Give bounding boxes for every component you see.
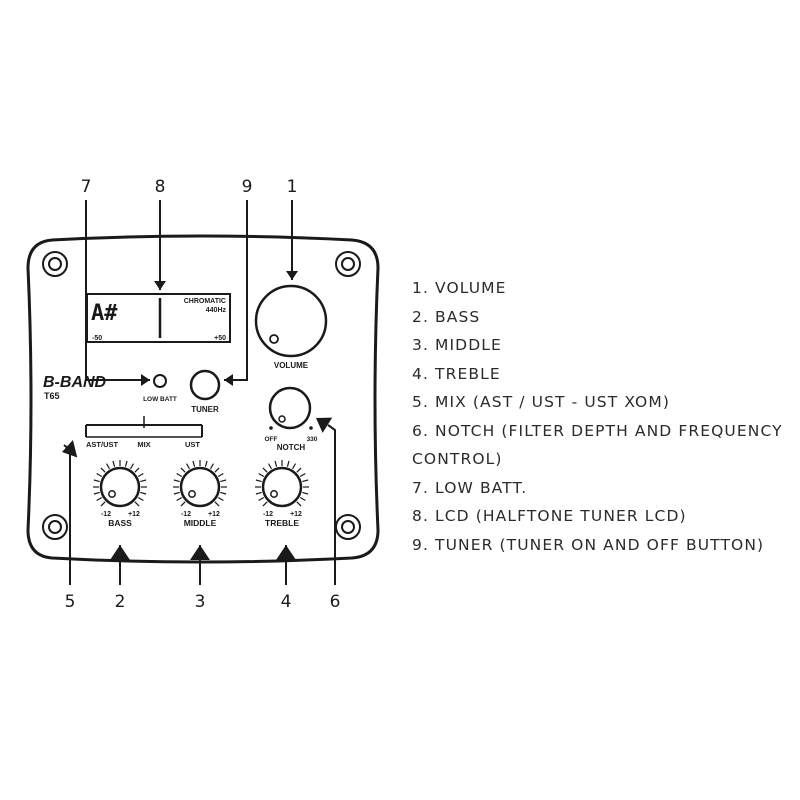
mix-left-label: AST/UST xyxy=(86,440,119,449)
legend-item: 9. TUNER (TUNER ON AND OFF BUTTON) xyxy=(412,535,765,554)
legend-list: 1. VOLUME 2. BASS 3. MIDDLE 4. TREBLE 5.… xyxy=(412,274,792,559)
screw-top-right xyxy=(335,251,361,277)
brand-name: B-BAND xyxy=(43,374,107,391)
model-name: T65 xyxy=(44,391,60,401)
callout-arrowhead xyxy=(316,417,333,433)
low-batt-led xyxy=(153,374,167,388)
notch-dot-left xyxy=(269,426,273,430)
notch-min-label: OFF xyxy=(265,436,278,443)
treble-max-label: +12 xyxy=(290,511,302,518)
legend-item: 8. LCD (HALFTONE TUNER LCD) xyxy=(412,507,687,525)
lcd-display: A# CHROMATIC 440Hz -50 +50 xyxy=(86,293,231,343)
notch-knob[interactable] xyxy=(268,386,312,430)
callout-number: 6 xyxy=(330,592,341,612)
tuner-label: TUNER xyxy=(191,405,219,414)
callouts: 7 8 9 1 5 2 3 4 6 xyxy=(62,177,340,612)
notch-max-label: 330 xyxy=(307,436,318,443)
callout-line xyxy=(327,424,336,585)
callout-number: 3 xyxy=(195,592,206,612)
middle-label: MIDDLE xyxy=(184,518,217,528)
callout-arrowhead xyxy=(224,374,233,386)
low-batt-label: LOW BATT xyxy=(143,396,177,403)
middle-min-label: -12 xyxy=(181,511,191,518)
legend-item: 6. NOTCH (FILTER DEPTH AND FREQUENCY CON… xyxy=(412,421,783,469)
brand-logo: B-BAND T65 xyxy=(43,374,107,401)
screw-top-left xyxy=(42,251,68,277)
notch-dot-right xyxy=(309,426,313,430)
treble-min-label: -12 xyxy=(263,511,273,518)
callout-arrowhead xyxy=(276,545,296,560)
treble-label: TREBLE xyxy=(265,518,299,528)
lcd-max: +50 xyxy=(214,335,226,342)
bass-knob[interactable] xyxy=(93,460,147,508)
legend-item: 1. VOLUME xyxy=(412,279,507,297)
lcd-min: -50 xyxy=(92,335,102,342)
callout-number: 9 xyxy=(242,177,253,197)
screw-bottom-left xyxy=(42,514,68,540)
middle-max-label: +12 xyxy=(208,511,220,518)
mix-center-label: MIX xyxy=(137,440,150,449)
callout-arrowhead xyxy=(62,439,78,458)
bass-max-label: +12 xyxy=(128,511,140,518)
treble-knob[interactable] xyxy=(255,460,309,508)
legend-item: 4. TREBLE xyxy=(412,364,501,383)
lcd-mode: CHROMATIC xyxy=(184,298,226,305)
lcd-pitch: 440Hz xyxy=(206,307,227,314)
mix-right-label: UST xyxy=(185,440,200,449)
legend-item: 7. LOW BATT. xyxy=(412,478,528,497)
middle-knob[interactable] xyxy=(173,460,227,508)
legend-item: 5. MIX (AST / UST - UST XOM) xyxy=(412,393,670,411)
notch-label: NOTCH xyxy=(277,443,306,452)
callout-arrowhead xyxy=(190,545,210,560)
callout-arrowhead xyxy=(110,545,130,560)
callout-number: 2 xyxy=(115,592,126,612)
callout-number: 4 xyxy=(281,592,292,612)
lcd-note: A# xyxy=(91,301,118,326)
volume-label: VOLUME xyxy=(274,361,309,370)
legend-item: 2. BASS xyxy=(412,307,481,326)
mix-slider[interactable] xyxy=(85,416,203,438)
bass-label: BASS xyxy=(108,518,132,528)
tuner-button[interactable] xyxy=(189,369,221,401)
volume-knob[interactable] xyxy=(254,284,328,358)
callout-line xyxy=(85,200,150,381)
callout-arrowhead xyxy=(286,271,298,280)
callout-number: 7 xyxy=(81,177,92,197)
legend-item: 3. MIDDLE xyxy=(412,336,502,354)
callout-number: 5 xyxy=(65,592,76,612)
callout-number: 1 xyxy=(287,177,298,197)
callout-number: 8 xyxy=(155,177,166,197)
bass-min-label: -12 xyxy=(101,511,111,518)
callout-arrowhead xyxy=(141,374,150,386)
callout-arrowhead xyxy=(154,281,166,290)
